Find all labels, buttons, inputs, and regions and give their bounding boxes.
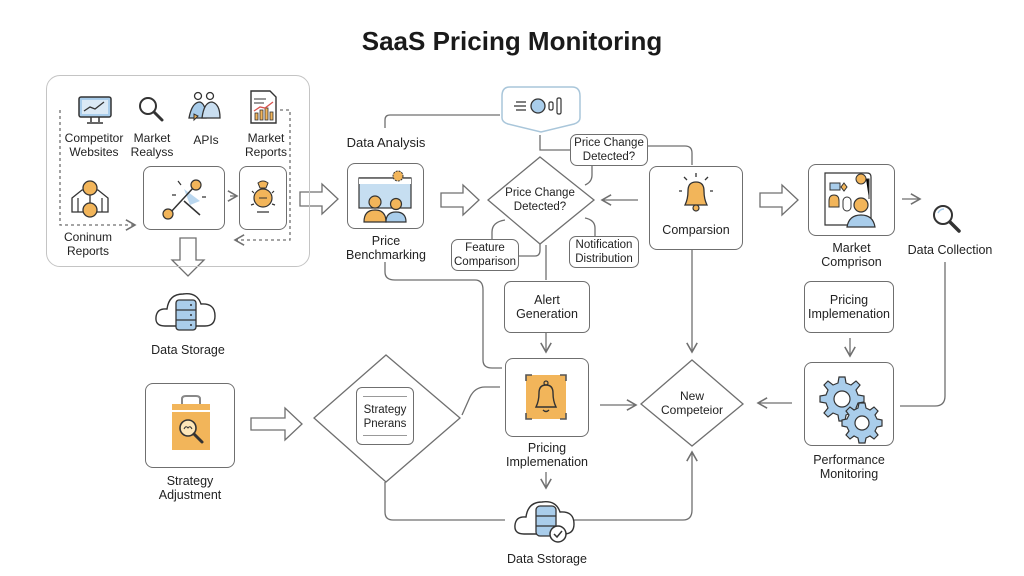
insight-box <box>239 166 287 230</box>
source-market-reports: Market Reports <box>244 131 288 159</box>
toggle-slider-icon <box>501 86 581 133</box>
decision-diamond-new-competitor <box>639 359 745 447</box>
price-change-callout[interactable]: Price Change Detected? <box>570 134 648 166</box>
sources-loop-line-right <box>233 109 291 246</box>
notification-distribution-box[interactable]: Notification Distribution <box>569 236 639 268</box>
decision-diamond-price-change <box>486 156 596 245</box>
connector-notification-up <box>584 217 596 238</box>
connector-callout-decision <box>584 164 593 186</box>
connector-bottom-loop-right <box>570 450 698 521</box>
report-chart-icon <box>248 89 278 130</box>
connector-strategy-pricing <box>461 386 500 416</box>
block-arrow-sources-benchmark <box>299 182 339 216</box>
strategy-adjustment-label: Strategy Adjustment <box>158 474 222 502</box>
pricing-implementation-mid-label: Pricing Implemenation <box>506 441 588 469</box>
toggle-slider-badge[interactable] <box>498 84 584 139</box>
connector-benchmark-pricing <box>384 262 502 369</box>
diagram-title: SaaS Pricing Monitoring <box>361 26 663 56</box>
price-benchmarking-box[interactable] <box>347 163 424 229</box>
connector-feature-comparison <box>518 244 541 257</box>
magnifier-icon <box>930 202 964 241</box>
price-change-decision-label: Price Change Detected? <box>505 187 575 213</box>
performance-monitoring-label: Performance Monitoring <box>813 453 885 481</box>
analysis-box <box>143 166 225 230</box>
strategy-card[interactable]: Strategy Pnerans <box>356 387 414 445</box>
connector-bottom-loop-left <box>384 482 505 521</box>
block-arrow-strategy-diamond <box>250 406 303 442</box>
source-market-realyss: Market Realyss <box>130 131 174 159</box>
connector-toggle-decision <box>539 135 572 151</box>
source-coninum-reports: Coninum Reports <box>63 230 113 258</box>
data-storage-top-label: Data Storage <box>151 343 225 357</box>
sources-group <box>46 75 310 267</box>
connector-datacollection-performance <box>900 262 946 407</box>
pricing-implementation-right-box[interactable]: Pricing Implemenation <box>804 281 894 333</box>
sources-loop-line <box>59 110 137 231</box>
monitor-chart-icon <box>77 95 113 132</box>
feature-comparison-box[interactable]: Feature Comparison <box>451 239 519 271</box>
market-comparison-label: Market Comprison <box>821 241 882 269</box>
bell-icon <box>679 173 713 212</box>
connector-feature-up <box>491 219 506 243</box>
block-arrow-comparison-market <box>759 183 799 217</box>
market-comparison-box[interactable] <box>808 164 895 236</box>
connector-analysis-to-toggle <box>384 114 500 128</box>
graph-nodes-icon <box>162 179 206 220</box>
bell-frame-icon <box>525 374 567 420</box>
cloud-database-check-icon <box>512 494 582 549</box>
price-benchmarking-label: Price Benchmarking <box>346 234 426 262</box>
new-competitor-label: New Competeior <box>660 389 724 417</box>
strategy-card-rule-bottom <box>363 435 407 436</box>
data-storage-bottom-label: Data Sstorage <box>507 552 587 566</box>
source-apis: APIs <box>193 133 219 147</box>
strategy-decision-label: Strategy Pnerans <box>363 404 407 430</box>
comparison-label: Comparsion <box>662 223 730 237</box>
source-competitor-websites: Competitor Websites <box>64 131 124 159</box>
network-nodes-icon <box>68 176 112 229</box>
comparison-box[interactable]: Comparsion <box>649 166 743 250</box>
magnifier-icon <box>136 94 166 129</box>
performance-monitoring-box[interactable] <box>804 362 894 446</box>
gears-icon <box>819 376 883 444</box>
block-arrow-benchmark-decision <box>440 183 480 217</box>
alert-generation-box[interactable]: Alert Generation <box>504 281 590 333</box>
dashboard-person-icon <box>824 172 876 228</box>
data-analysis-label: Data Analysis <box>346 135 426 150</box>
strategy-adjustment-box[interactable] <box>145 383 235 468</box>
strategy-card-rule-top <box>363 396 407 397</box>
folder-search-icon <box>172 395 210 450</box>
pricing-implementation-mid-box[interactable] <box>505 358 589 437</box>
lightbulb-icon <box>250 180 276 213</box>
connector-callout-comparison <box>648 145 693 165</box>
data-collection-label: Data Collection <box>907 243 993 257</box>
cloud-database-icon <box>153 286 219 341</box>
people-screen-icon <box>358 170 412 223</box>
people-icon <box>186 90 224 131</box>
